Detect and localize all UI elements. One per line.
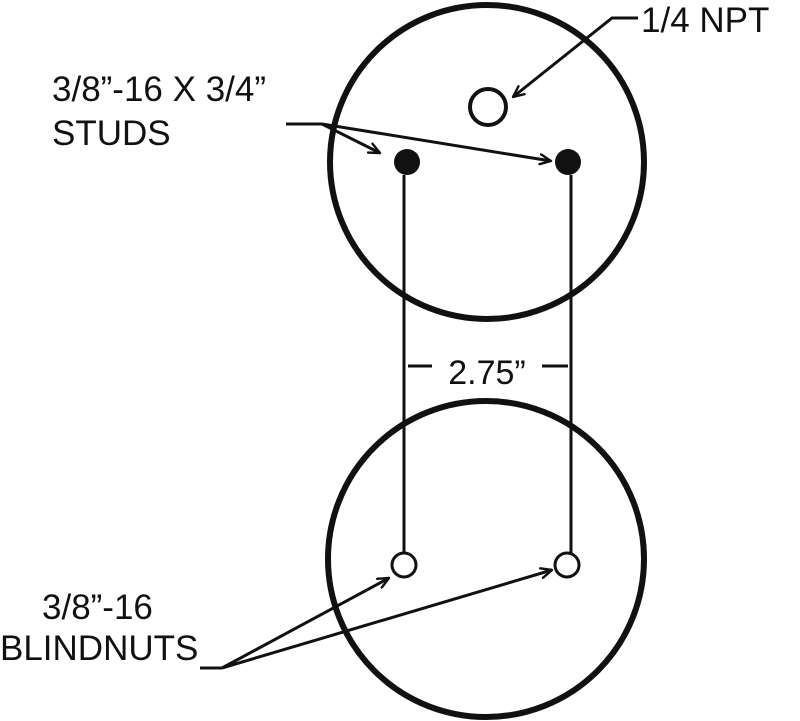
dimension-label: 2.75” [448,354,526,392]
blindnuts-label-line2: BLINDNUTS [0,629,198,668]
blindnut-left [390,551,418,579]
dimension-2-75: 2.75” [408,354,568,392]
blindnuts-label-line1: 3/8”-16 [42,588,153,627]
studs-leader-left [321,122,380,155]
top-plate [327,2,647,322]
studs-callout: 3/8”-16 X 3/4” STUDS [52,70,551,161]
studs-label-line1: 3/8”-16 X 3/4” [52,70,266,109]
bottom-plate-outline [325,398,647,720]
npt-leader [513,16,638,97]
studs-leader-right [321,122,551,161]
stud-right [555,149,581,175]
blindnuts-callout: 3/8”-16 BLINDNUTS [0,570,552,670]
blindnuts-leader-right [221,570,552,670]
blindnuts-leader-left [221,576,389,670]
blindnut-right [553,551,581,579]
alignment-lines [402,175,573,553]
top-plate-outline [327,2,647,322]
stud-left [394,149,420,175]
studs-label-line2: STUDS [52,114,171,153]
npt-port-hole [468,87,508,127]
bottom-plate [325,398,647,720]
npt-label: 1/4 NPT [641,1,769,40]
npt-callout: 1/4 NPT [513,1,769,97]
